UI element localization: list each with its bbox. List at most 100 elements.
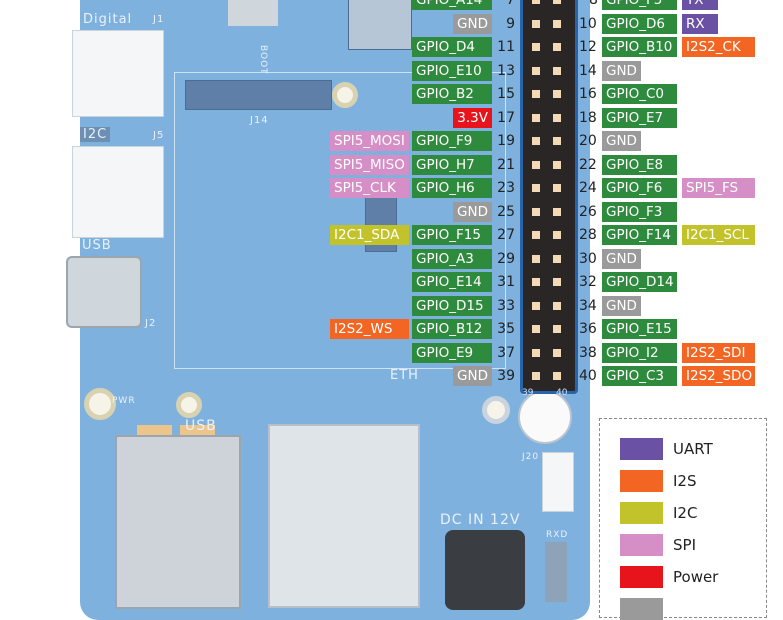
silk-eth: ETH: [390, 368, 419, 383]
legend-label: SPI: [673, 536, 696, 554]
pin-number: 30: [579, 250, 597, 267]
pin-number: 23: [497, 180, 515, 197]
pin-label-gpio: GPIO_I2: [602, 342, 677, 363]
boot-switch: [228, 0, 278, 26]
pin-pad-38: [553, 348, 561, 357]
pin-label-gpio: GPIO_F14: [602, 225, 677, 246]
legend-label: UART: [673, 440, 713, 458]
pin-label-gpio: GPIO_D4: [412, 37, 492, 58]
silk-dc-in: DC IN 12V: [440, 512, 521, 528]
pin-function-uart: TX: [682, 0, 718, 10]
pin-number: 24: [579, 180, 597, 197]
pin-label-power: 3.3V: [453, 107, 492, 128]
pin-pad-11: [532, 43, 540, 52]
pin-pad-39: [532, 372, 540, 381]
pin-pad-21: [532, 160, 540, 169]
module-outline: [174, 72, 506, 369]
pin-number: 39: [497, 368, 515, 385]
pin-function-i2s: I2S2_WS: [330, 319, 409, 340]
pin-number: 21: [497, 156, 515, 173]
mounting-hole: [332, 82, 358, 108]
silk-pin40: 40: [556, 388, 568, 398]
pin-label-gpio: GPIO_F9: [412, 131, 492, 152]
legend-swatch: [620, 502, 663, 524]
legend-label: Power: [673, 568, 719, 586]
pin-label-gpio: GPIO_E9: [412, 342, 492, 363]
pin-pad-16: [553, 90, 561, 99]
pin-pad-32: [553, 278, 561, 287]
pin-label-gnd: GND: [453, 366, 492, 387]
pin-label-gnd: GND: [602, 60, 641, 81]
mounting-hole: [176, 392, 202, 418]
pin-number: 36: [579, 321, 597, 338]
legend-label: I2C: [673, 504, 698, 522]
silk-j2: J2: [145, 318, 157, 329]
pin-number: 35: [497, 321, 515, 338]
pin-label-gpio: GPIO_F3: [602, 201, 677, 222]
gpio-pin-header: [520, 0, 578, 394]
pin-function-spi: SPI5_FS: [682, 178, 755, 199]
pin-function-i2c: I2C1_SCL: [682, 225, 755, 246]
pin-pad-40: [553, 372, 561, 381]
pin-label-gpio: GPIO_D14: [602, 272, 677, 293]
pin-number: 8: [589, 0, 598, 8]
pin-pad-30: [553, 254, 561, 263]
pin-number: 7: [506, 0, 515, 8]
pin-pad-33: [532, 301, 540, 310]
digital-connector: [72, 30, 164, 117]
pin-label-gnd: GND: [602, 295, 641, 316]
pin-label-gpio: GPIO_F15: [412, 225, 492, 246]
legend-label: I2S: [673, 472, 697, 490]
legend-swatch: [620, 566, 663, 588]
pin-label-gnd: GND: [602, 248, 641, 269]
pin-function-spi: SPI5_CLK: [330, 178, 409, 199]
pin-pad-10: [553, 19, 561, 28]
pin-label-gpio: GPIO_H6: [412, 178, 492, 199]
pin-number: 10: [579, 15, 597, 32]
capacitor: [518, 390, 572, 444]
pin-label-gpio: GPIO_E8: [602, 154, 677, 175]
pin-pad-18: [553, 113, 561, 122]
silk-j20: J20: [522, 452, 540, 462]
pin-label-gpio: GPIO_F6: [602, 178, 677, 199]
pin-pad-24: [553, 184, 561, 193]
pin-pad-12: [553, 43, 561, 52]
legend-swatch: [620, 470, 663, 492]
pin-function-i2c: I2C1_SDA: [330, 225, 409, 246]
uart-pin-header: [545, 542, 567, 602]
pin-pad-34: [553, 301, 561, 310]
board-connector-j14: [185, 80, 332, 110]
pin-label-gpio: GPIO_D6: [602, 13, 677, 34]
dc-jack: [445, 530, 525, 610]
pin-number: 9: [506, 15, 515, 32]
pin-number: 14: [579, 62, 597, 79]
pin-pad-37: [532, 348, 540, 357]
pin-number: 18: [579, 109, 597, 126]
pin-number: 33: [497, 297, 515, 314]
pin-label-gpio: GPIO_B10: [602, 37, 677, 58]
pin-label-gpio: GPIO_B12: [412, 319, 492, 340]
silk-pwr: PWR: [112, 396, 136, 406]
pin-function-i2s: I2S2_SDO: [682, 366, 755, 387]
mounting-hole: [84, 388, 116, 420]
pin-number: 22: [579, 156, 597, 173]
pin-label-gpio: GPIO_B2: [412, 84, 492, 105]
pin-pad-31: [532, 278, 540, 287]
pin-label-gnd: GND: [453, 201, 492, 222]
silk-rxd: RXD: [546, 530, 569, 540]
silk-j5: J5: [153, 130, 165, 141]
legend-swatch: [620, 438, 663, 460]
silk-i2c: I2C: [80, 127, 111, 142]
silk-boot: BOOT: [258, 45, 268, 75]
pin-label-gpio: GPIO_E15: [602, 319, 677, 340]
pin-number: 19: [497, 133, 515, 150]
pin-pad-20: [553, 137, 561, 146]
pin-number: 17: [497, 109, 515, 126]
pin-label-gnd: GND: [453, 13, 492, 34]
pin-pad-26: [553, 207, 561, 216]
pin-pad-36: [553, 325, 561, 334]
legend: UART I2S I2C SPI Power: [599, 418, 767, 620]
pin-function-i2s: I2S2_CK: [682, 37, 755, 58]
pin-number: 40: [579, 368, 597, 385]
pin-number: 28: [579, 227, 597, 244]
